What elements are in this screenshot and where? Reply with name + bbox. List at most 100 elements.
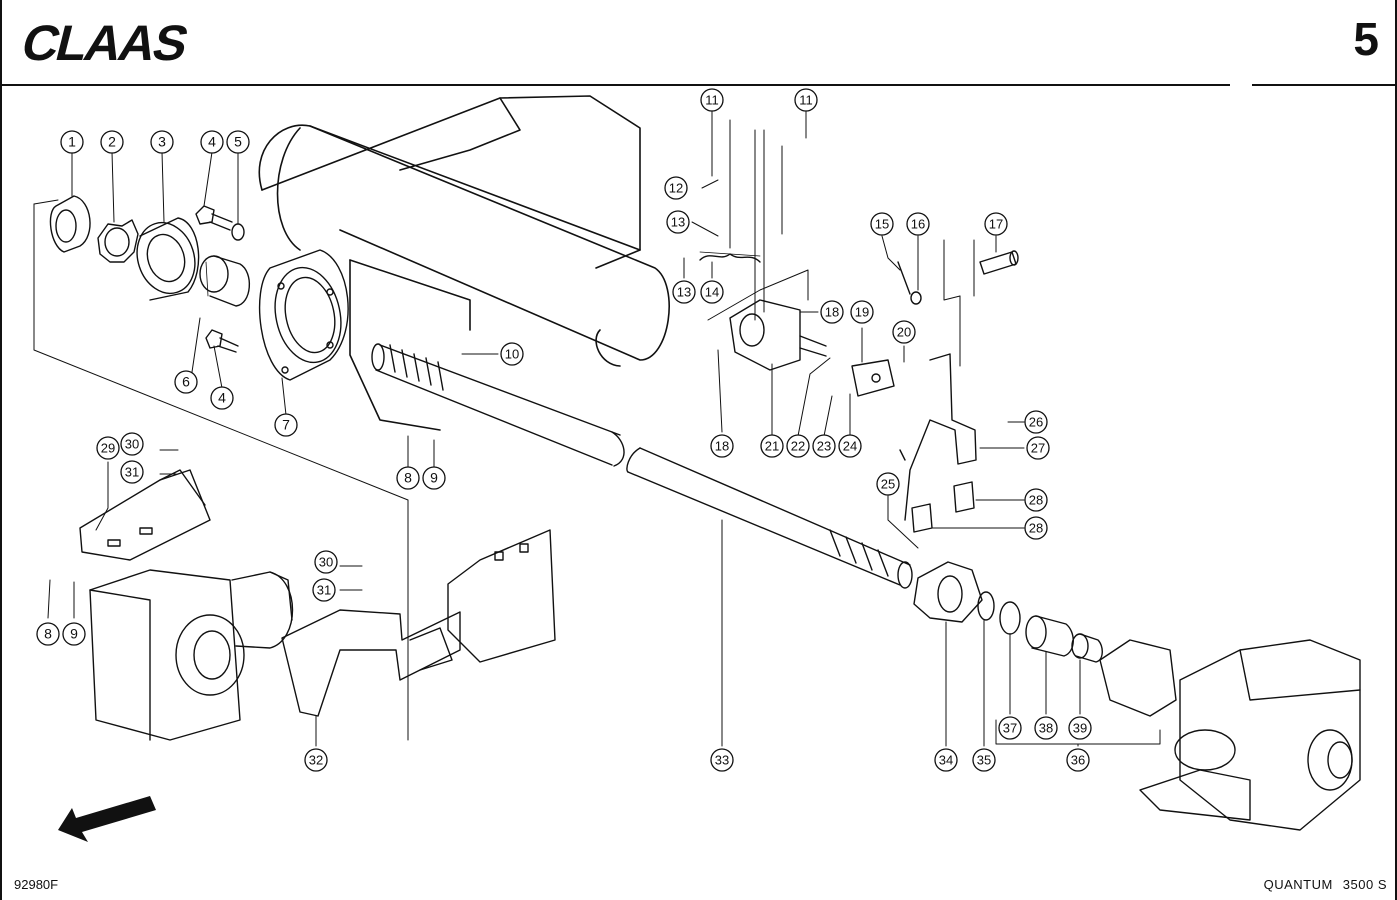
callout-circle bbox=[760, 434, 784, 458]
callout-number: 6 bbox=[182, 374, 190, 390]
callout-number: 34 bbox=[939, 753, 953, 768]
leader-lines bbox=[47, 109, 1161, 747]
callout-number: 31 bbox=[125, 465, 139, 480]
callout-circle bbox=[1066, 748, 1090, 772]
callout-number: 7 bbox=[282, 417, 290, 433]
callout-c39: 39 bbox=[1068, 716, 1092, 740]
callout-c26: 26 bbox=[1024, 410, 1048, 434]
callout-circle bbox=[794, 88, 818, 112]
callout-circle bbox=[998, 716, 1022, 740]
callout-c36: 36 bbox=[1066, 748, 1090, 772]
callout-c13b: 13 bbox=[672, 280, 696, 304]
callout-number: 31 bbox=[317, 583, 331, 598]
right-gearbox bbox=[1099, 639, 1361, 831]
callout-number: 11 bbox=[799, 93, 813, 108]
callout-number: 16 bbox=[911, 217, 925, 232]
callout-number: 17 bbox=[989, 217, 1003, 232]
callout-circle bbox=[892, 320, 916, 344]
callout-circle bbox=[1068, 716, 1092, 740]
callout-number: 25 bbox=[881, 477, 895, 492]
callout-c17: 17 bbox=[984, 212, 1008, 236]
page-number: 5 bbox=[1353, 13, 1379, 65]
slotted-nut bbox=[49, 195, 91, 253]
pin-parts bbox=[897, 250, 1019, 305]
callout-c37: 37 bbox=[998, 716, 1022, 740]
callout-c34: 34 bbox=[934, 748, 958, 772]
callout-circle bbox=[274, 413, 298, 437]
callout-circle bbox=[200, 130, 224, 154]
callout-number: 30 bbox=[319, 555, 333, 570]
block-inserts bbox=[911, 481, 975, 533]
lock-washer bbox=[97, 219, 139, 263]
callout-circle bbox=[812, 434, 836, 458]
callout-circle bbox=[120, 432, 144, 456]
clevis-link bbox=[851, 359, 895, 397]
callout-number: 9 bbox=[430, 470, 438, 486]
bearing-flange bbox=[258, 249, 349, 381]
callout-c9a: 9 bbox=[422, 466, 446, 490]
callout-number: 30 bbox=[125, 437, 139, 452]
callout-c5: 5 bbox=[226, 130, 250, 154]
callout-c11a: 11 bbox=[700, 88, 724, 112]
model-designation: QUANTUM 3500 S bbox=[1264, 877, 1387, 892]
chassis-outline bbox=[258, 95, 670, 431]
callout-number: 29 bbox=[101, 441, 115, 456]
callout-number: 13 bbox=[671, 215, 685, 230]
direction-arrow-icon bbox=[58, 796, 156, 842]
callout-circle bbox=[1024, 488, 1048, 512]
coupling-hub bbox=[913, 561, 983, 623]
callout-c32: 32 bbox=[304, 748, 328, 772]
callout-circle bbox=[786, 434, 810, 458]
callout-circle bbox=[36, 622, 60, 646]
callout-c3: 3 bbox=[150, 130, 174, 154]
callout-c18b: 18 bbox=[710, 434, 734, 458]
callout-c2: 2 bbox=[100, 130, 124, 154]
spring-assembly bbox=[699, 251, 761, 263]
bushing bbox=[1025, 615, 1074, 657]
callout-number: 15 bbox=[875, 217, 889, 232]
callout-number: 13 bbox=[677, 285, 691, 300]
callout-circle bbox=[314, 550, 338, 574]
model-name: QUANTUM bbox=[1263, 877, 1333, 892]
callout-c6: 6 bbox=[174, 370, 198, 394]
callout-circle bbox=[210, 386, 234, 410]
ball-bearing bbox=[136, 217, 200, 301]
callout-c12: 12 bbox=[664, 176, 688, 200]
sleeve bbox=[199, 255, 251, 307]
callout-number: 35 bbox=[977, 753, 991, 768]
callout-c30b: 30 bbox=[314, 550, 338, 574]
bolt-set-lower bbox=[205, 329, 239, 353]
callout-number: 12 bbox=[669, 181, 683, 196]
callout-number: 8 bbox=[404, 470, 412, 486]
callout-c16: 16 bbox=[906, 212, 930, 236]
callout-circle bbox=[972, 748, 996, 772]
callout-circle bbox=[96, 436, 120, 460]
callout-number: 22 bbox=[791, 439, 805, 454]
callout-circle bbox=[1026, 436, 1050, 460]
callout-c25: 25 bbox=[876, 472, 900, 496]
callout-c30a: 30 bbox=[120, 432, 144, 456]
callout-number: 21 bbox=[765, 439, 779, 454]
lever-housing bbox=[707, 129, 827, 371]
callout-c11b: 11 bbox=[794, 88, 818, 112]
figure-code: 92980F bbox=[14, 877, 59, 892]
callout-circle bbox=[100, 130, 124, 154]
model-variant: 3500 S bbox=[1342, 877, 1387, 892]
callout-c18a: 18 bbox=[820, 300, 844, 324]
callout-circle bbox=[710, 434, 734, 458]
callout-c15: 15 bbox=[870, 212, 894, 236]
callout-number: 11 bbox=[705, 93, 719, 108]
callout-circle bbox=[876, 472, 900, 496]
callout-c22: 22 bbox=[786, 434, 810, 458]
callout-c7: 7 bbox=[274, 413, 298, 437]
callout-circle bbox=[664, 176, 688, 200]
claas-logo-text: CLAAS bbox=[16, 16, 192, 68]
callout-number: 14 bbox=[705, 285, 719, 300]
header-rule bbox=[0, 84, 1230, 86]
callout-circle bbox=[396, 466, 420, 490]
callout-number: 27 bbox=[1031, 441, 1045, 456]
callout-circle bbox=[500, 342, 524, 366]
callout-number: 37 bbox=[1003, 721, 1017, 736]
callout-number: 28 bbox=[1029, 493, 1043, 508]
